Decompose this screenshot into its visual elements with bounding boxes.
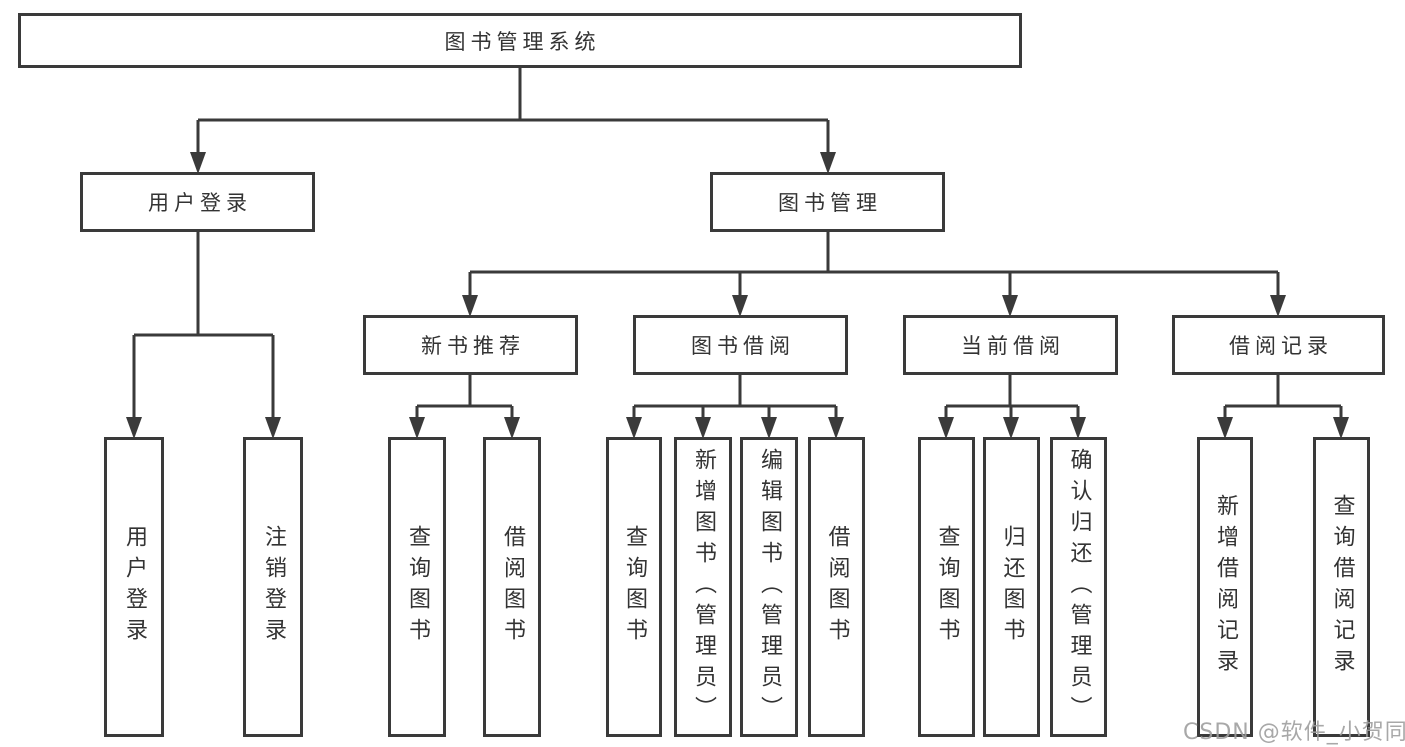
connector-current-to-leaves — [944, 375, 1080, 423]
node-leaf-query-books-recommend: 查询图书 — [388, 437, 446, 737]
node-leaf-confirm-return-admin: 确认归还（管理员） — [1050, 437, 1107, 737]
connector-userlogin-to-leaves — [132, 232, 275, 423]
node-leaf-logout: 注销登录 — [243, 437, 303, 737]
node-leaf-query-books-borrowing: 查询图书 — [606, 437, 662, 737]
connector-root-to-level2 — [196, 68, 830, 158]
node-leaf-borrow-books-recommend: 借阅图书 — [483, 437, 541, 737]
node-leaf-edit-books-admin: 编辑图书（管理员） — [740, 437, 798, 737]
node-borrowing-records: 借阅记录 — [1172, 315, 1385, 375]
node-leaf-add-books-admin: 新增图书（管理员） — [674, 437, 732, 737]
node-new-book-recommend: 新书推荐 — [363, 315, 578, 375]
node-leaf-borrow-books-borrowing: 借阅图书 — [808, 437, 865, 737]
node-book-management: 图书管理 — [710, 172, 945, 232]
arrowheads — [126, 152, 1349, 439]
connector-records-to-leaves — [1223, 375, 1343, 423]
connector-borrowing-to-leaves — [632, 375, 838, 423]
node-leaf-user-login: 用户登录 — [104, 437, 164, 737]
node-leaf-query-borrow-record: 查询借阅记录 — [1313, 437, 1370, 737]
node-book-borrowing: 图书借阅 — [633, 315, 848, 375]
node-leaf-query-books-current: 查询图书 — [918, 437, 975, 737]
node-user-login: 用户登录 — [80, 172, 315, 232]
node-current-borrowing: 当前借阅 — [903, 315, 1118, 375]
connector-recommend-to-leaves — [415, 375, 514, 423]
node-leaf-return-books: 归还图书 — [983, 437, 1040, 737]
connector-bookmgmt-to-level3 — [468, 232, 1280, 301]
node-leaf-add-borrow-record: 新增借阅记录 — [1197, 437, 1253, 737]
node-library-management-system: 图书管理系统 — [18, 13, 1022, 68]
